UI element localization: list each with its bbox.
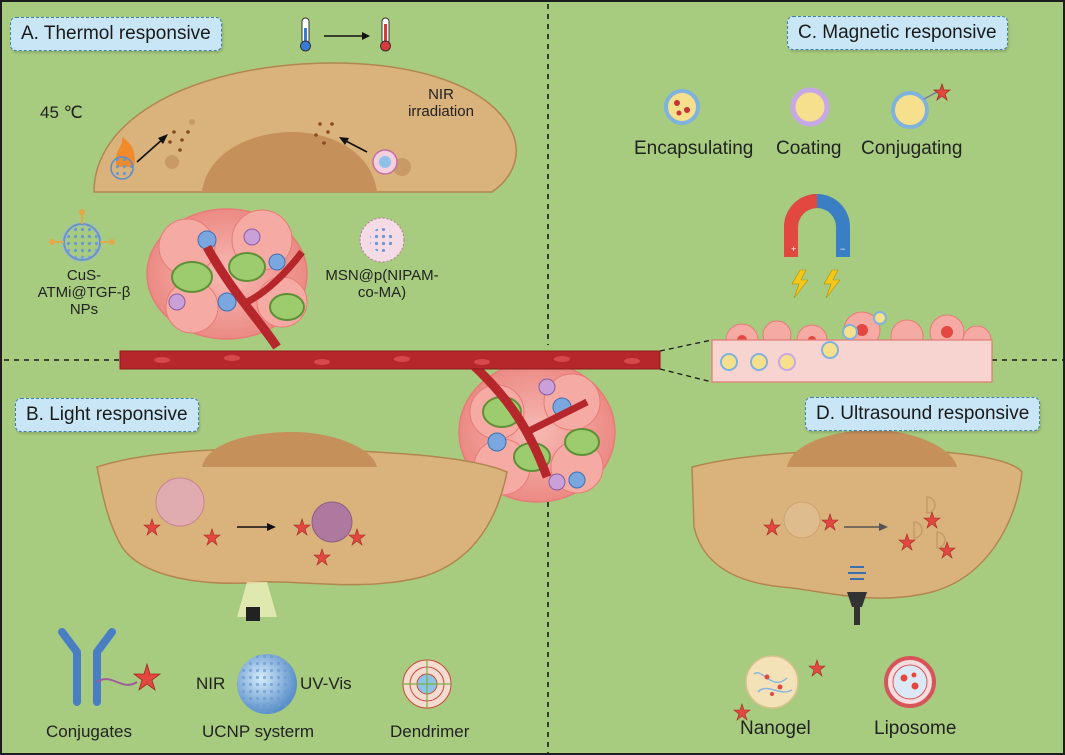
coating-label: Coating	[776, 138, 842, 159]
nanogel-icon	[733, 655, 826, 721]
light-cell	[96, 432, 508, 621]
msn-nanoparticle-label: MSN@p(NIPAM-co-MA)	[325, 267, 439, 301]
thermal-panel-title: A. Thermol responsive	[10, 17, 222, 51]
cus-nanoparticle-icon	[49, 209, 115, 263]
coating-np-icon	[790, 87, 830, 127]
msn-nanoparticle-icon	[359, 217, 405, 263]
ucnp-system-label: UCNP systerm	[202, 722, 315, 741]
light-panel-title: B. Light responsive	[15, 398, 199, 432]
dendrimer-icon	[402, 659, 452, 709]
ultrasound-cell	[691, 430, 1023, 599]
magnetic-panel-title: C. Magnetic responsive	[787, 16, 1008, 50]
conjugates-icon	[58, 628, 162, 706]
liposome-icon	[884, 656, 936, 708]
ultrasound-panel-title: D. Ultrasound responsive	[805, 397, 1041, 431]
liposome-label: Liposome	[874, 718, 957, 739]
nanogel-label: Nanogel	[740, 718, 811, 739]
conjugates-label: Conjugates	[46, 722, 133, 741]
ucnp-nir-label: NIR	[196, 674, 226, 693]
svg-text:−: −	[840, 244, 845, 254]
conjugating-label: Conjugating	[861, 138, 963, 159]
encapsulating-label: Encapsulating	[634, 138, 754, 159]
encapsulating-np-icon	[664, 89, 700, 125]
cus-nanoparticle-label: CuS-ATMi@TGF-β NPs	[37, 267, 131, 318]
thermal-cell	[93, 62, 517, 193]
magnetic-vessel-zoom	[711, 311, 993, 383]
blood-vessel	[119, 350, 661, 370]
dendrimer-label: Dendrimer	[390, 722, 470, 741]
nir-irradiation-label: NIR irradiation	[408, 86, 474, 120]
thermometer-icon	[300, 17, 391, 52]
ucnp-uv-vis-label: UV-Vis	[300, 674, 352, 693]
tumor-lower	[458, 360, 616, 503]
magnet-icon: + −	[784, 194, 850, 299]
temperature-label: 45 ℃	[40, 103, 83, 122]
tumor-upper	[146, 208, 308, 350]
ultrasound-probe-icon	[847, 566, 867, 625]
ucnp-sphere-icon	[237, 654, 297, 714]
conjugating-np-icon	[891, 82, 952, 129]
zoom-lines	[659, 339, 713, 383]
svg-text:+: +	[791, 244, 796, 254]
